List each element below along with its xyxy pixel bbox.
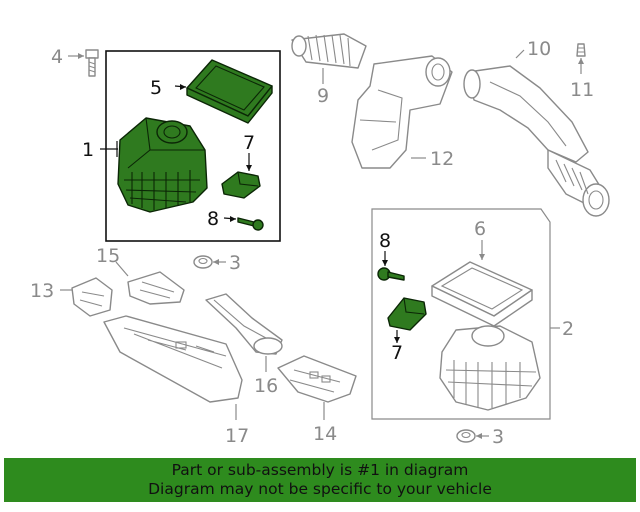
callout-3b: 3	[492, 426, 504, 448]
screw-part-8-b[interactable]	[377, 267, 405, 281]
mass-airflow-sensor-part-7-b[interactable]	[387, 297, 427, 331]
fitment-note-banner: Part or sub-assembly is #1 in diagram Di…	[4, 458, 636, 502]
arrowhead-7b	[394, 337, 400, 343]
callout-8b: 8	[379, 230, 391, 252]
leader-15	[115, 261, 129, 277]
callout-11: 11	[570, 79, 594, 101]
callout-16: 16	[254, 375, 278, 397]
air-cleaner-housing-part-2[interactable]	[439, 325, 541, 411]
callout-6: 6	[474, 218, 486, 240]
callout-15: 15	[96, 245, 120, 267]
callout-12: 12	[430, 148, 454, 170]
duct-piece-part-15[interactable]	[127, 271, 185, 305]
assembly-2-frame	[371, 208, 551, 420]
bracket-part-13[interactable]	[71, 277, 113, 317]
callout-8a: 8	[207, 208, 219, 230]
arrowhead-11	[578, 58, 584, 64]
callout-2: 2	[562, 318, 574, 340]
callout-4: 4	[51, 46, 63, 68]
arrowhead-8b	[382, 260, 388, 266]
callout-7a: 7	[243, 132, 255, 154]
grommet-part-3[interactable]	[193, 255, 213, 269]
grommet-part-3-b[interactable]	[456, 429, 476, 443]
callout-13: 13	[30, 280, 54, 302]
arrowhead-4	[78, 53, 84, 59]
arrowhead-6	[479, 254, 485, 260]
callout-3a: 3	[229, 252, 241, 274]
callout-5: 5	[150, 77, 162, 99]
callout-17: 17	[225, 425, 249, 447]
arrowhead-3a	[213, 259, 219, 265]
filter-element-part-6[interactable]	[431, 261, 533, 327]
bracket-part-14[interactable]	[277, 355, 357, 403]
air-duct-part-10[interactable]	[463, 65, 610, 217]
screw-part-8[interactable]	[237, 217, 264, 231]
air-cleaner-housing[interactable]	[117, 117, 208, 213]
leader-10	[515, 49, 525, 59]
curved-duct-part-16[interactable]	[205, 293, 283, 355]
arrowhead-7a	[246, 165, 252, 171]
mass-airflow-sensor-part-7[interactable]	[221, 171, 261, 199]
arrowhead-3b	[476, 433, 482, 439]
bolt-part-4[interactable]	[85, 49, 99, 77]
resonator-duct-part-12[interactable]	[351, 55, 453, 169]
callout-10: 10	[527, 38, 551, 60]
banner-line-1: Part or sub-assembly is #1 in diagram	[171, 461, 469, 479]
callout-14: 14	[313, 423, 337, 445]
clip-part-11[interactable]	[576, 43, 586, 57]
arrowhead-5	[180, 84, 186, 90]
assembly-1-box	[105, 50, 281, 242]
banner-line-2: Diagram may not be specific to your vehi…	[148, 480, 492, 498]
callout-9: 9	[317, 85, 329, 107]
callout-7b: 7	[391, 342, 403, 364]
callout-1: 1	[82, 139, 94, 161]
arrowhead-8a	[230, 216, 236, 222]
intake-hose-part-9[interactable]	[291, 33, 367, 69]
exploded-parts-diagram: 1 2 3 3 4 5 6 7 7 8 8 9 10 11 12 13 14 1…	[30, 33, 610, 448]
long-duct-part-17[interactable]	[103, 315, 243, 403]
air-filter-element-part-5[interactable]	[186, 59, 273, 124]
